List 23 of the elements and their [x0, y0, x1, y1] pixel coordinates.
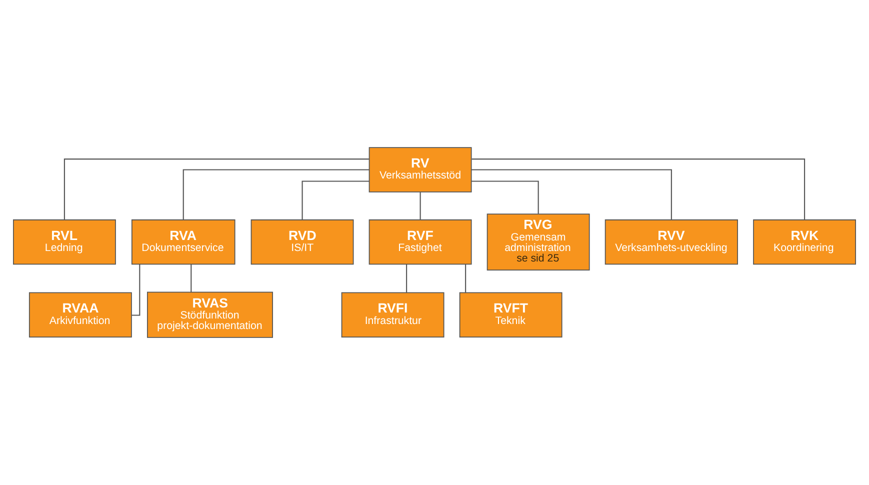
connector — [64, 158, 369, 220]
node-box: RVK Koordinering — [753, 219, 856, 265]
connector — [472, 158, 806, 220]
connector — [420, 192, 421, 220]
connector — [302, 180, 370, 220]
connector — [190, 264, 192, 292]
node-box: RVD IS/IT — [250, 219, 354, 265]
node-box: RVFT Teknik — [459, 292, 562, 338]
node-box: RVG Gemensam administration se sid 25 — [486, 214, 590, 270]
connector — [471, 169, 672, 220]
connector — [182, 169, 370, 220]
node-box: RVL Ledning — [13, 219, 116, 265]
node-box: RVAA Arkivfunktion — [28, 292, 132, 338]
node-box: RVA Dokumentservice — [131, 219, 236, 265]
node-box: RVFI Infrastruktur — [341, 292, 444, 338]
node-box: RVF Fastighet — [368, 219, 472, 265]
node-box: RV Verksamhetsstöd — [368, 147, 472, 192]
connector — [465, 264, 466, 292]
connector — [406, 264, 408, 292]
node-box: RVV Verksamhets-utveckling — [604, 219, 738, 265]
connector — [471, 180, 539, 214]
node-box: RVAS Stödfunktion projekt-dokumentation — [146, 292, 273, 338]
connector — [132, 264, 140, 316]
